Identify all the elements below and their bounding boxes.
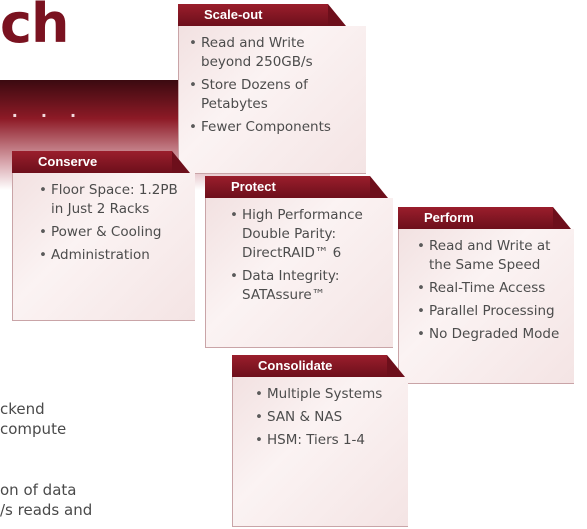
list-item: HSM: Tiers 1-4 bbox=[255, 431, 400, 450]
cube-title: Perform bbox=[424, 210, 474, 225]
list-item: Data Integrity: SATAssure™ bbox=[230, 267, 385, 305]
list-item: Fewer Components bbox=[189, 118, 358, 137]
list-item: SAN & NAS bbox=[255, 408, 400, 427]
list-item: Power & Cooling bbox=[39, 223, 187, 242]
list-item: Parallel Processing bbox=[417, 302, 566, 321]
body-text-line-1: ckend bbox=[0, 400, 45, 418]
cube-tab-perform: Perform bbox=[398, 207, 571, 229]
cube-face: Read and Write at the Same Speed Real-Ti… bbox=[398, 229, 574, 384]
cube-tab-scale-out: Scale-out bbox=[178, 4, 346, 26]
cube-face: Read and Write beyond 250GB/s Store Doze… bbox=[178, 26, 366, 174]
cube-tab-protect: Protect bbox=[205, 176, 388, 198]
cube-face: Multiple Systems SAN & NAS HSM: Tiers 1-… bbox=[232, 377, 408, 527]
cube-title: Consolidate bbox=[258, 358, 333, 373]
cube-list: High Performance Double Parity: DirectRA… bbox=[206, 198, 393, 305]
body-text-line-3: on of data bbox=[0, 481, 77, 499]
cube-face: High Performance Double Parity: DirectRA… bbox=[205, 198, 393, 348]
cube-face: Floor Space: 1.2PB in Just 2 Racks Power… bbox=[12, 173, 195, 321]
cube-title: Conserve bbox=[38, 154, 98, 169]
list-item: Read and Write beyond 250GB/s bbox=[189, 34, 358, 72]
list-item: High Performance Double Parity: DirectRA… bbox=[230, 206, 385, 263]
cube-title: Scale-out bbox=[204, 7, 263, 22]
cube-tab-consolidate: Consolidate bbox=[232, 355, 405, 377]
list-item: Administration bbox=[39, 246, 187, 265]
cube-list: Floor Space: 1.2PB in Just 2 Racks Power… bbox=[13, 173, 195, 265]
list-item: Multiple Systems bbox=[255, 385, 400, 404]
list-item: Floor Space: 1.2PB in Just 2 Racks bbox=[39, 181, 187, 219]
body-text-line-4: /s reads and bbox=[0, 501, 93, 519]
cube-title: Protect bbox=[231, 179, 276, 194]
list-item: Real-Time Access bbox=[417, 279, 566, 298]
list-item: No Degraded Mode bbox=[417, 325, 566, 344]
banner-ellipsis: . . . bbox=[12, 100, 85, 122]
list-item: Read and Write at the Same Speed bbox=[417, 237, 566, 275]
cube-tab-conserve: Conserve bbox=[12, 151, 190, 173]
cube-list: Read and Write at the Same Speed Real-Ti… bbox=[399, 229, 574, 344]
list-item: Store Dozens of Petabytes bbox=[189, 76, 358, 114]
cube-list: Read and Write beyond 250GB/s Store Doze… bbox=[179, 26, 366, 137]
heading-fragment: ch bbox=[0, 0, 69, 55]
body-text-line-2: compute bbox=[0, 420, 67, 438]
cube-list: Multiple Systems SAN & NAS HSM: Tiers 1-… bbox=[233, 377, 408, 450]
